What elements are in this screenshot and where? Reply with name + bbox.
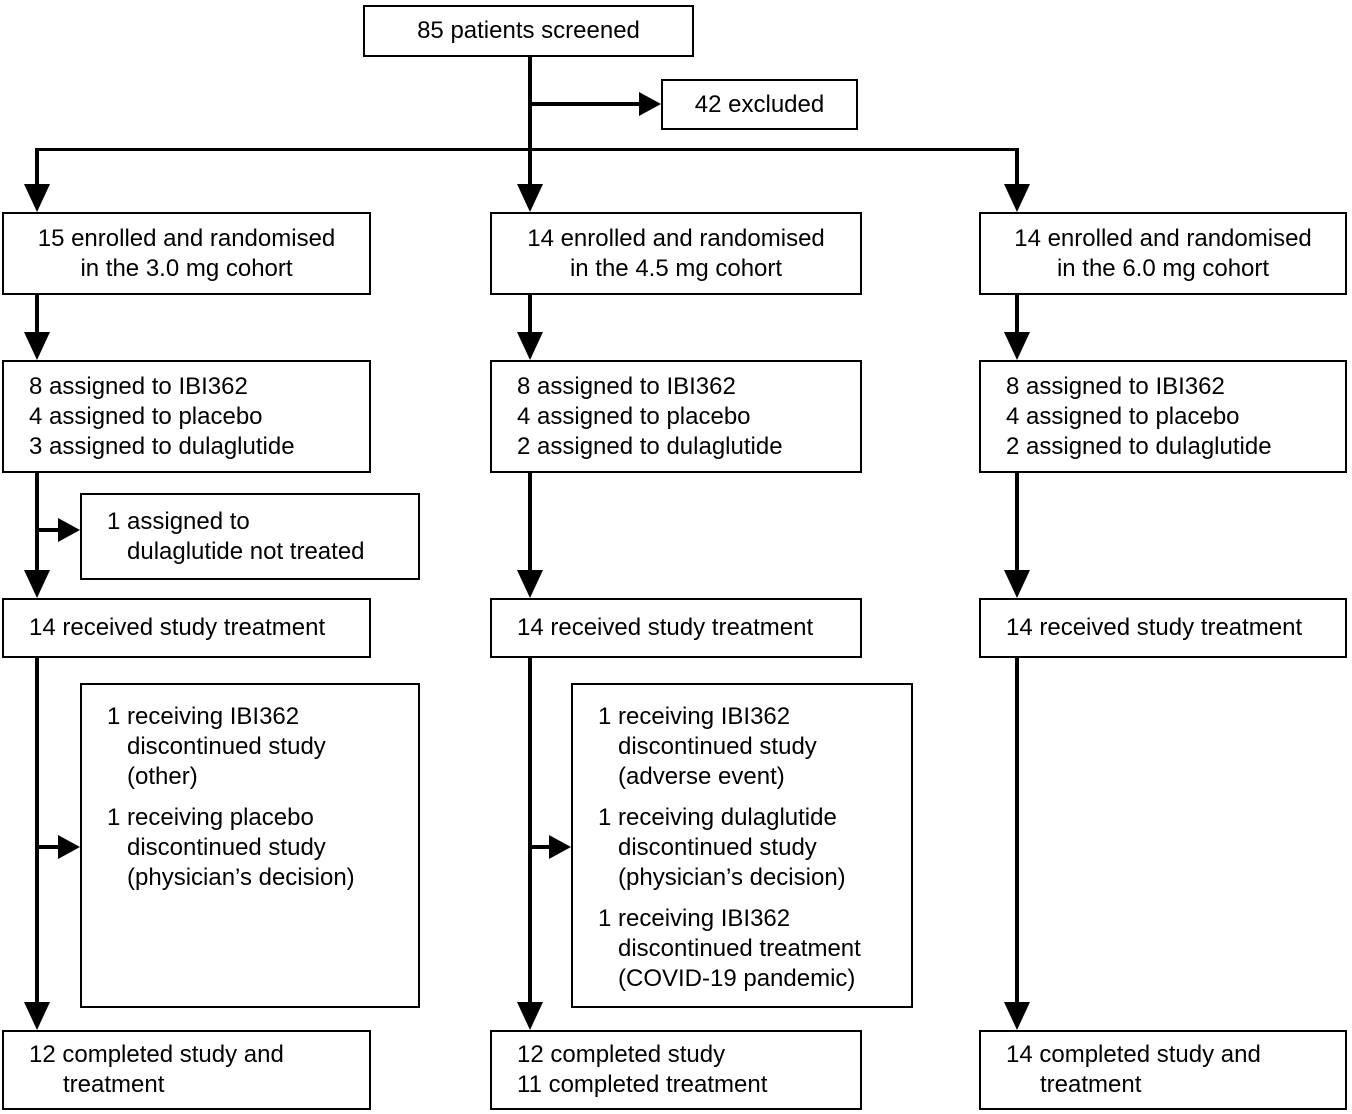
text-line: 42 excluded [694, 90, 825, 118]
text-line: 15 enrolled and randomised [37, 224, 336, 252]
arrowhead-col0-not-treated [58, 518, 80, 542]
arrowhead-col1-discontinued [549, 835, 571, 859]
col1-box-enrolled: 14 enrolled and randomised in the 4.5 mg… [490, 212, 862, 295]
col0-box-enrolled: 15 enrolled and randomised in the 3.0 mg… [2, 212, 371, 295]
text-line: (physician’s decision) [127, 864, 355, 891]
text-line: 14 enrolled and randomised [527, 224, 825, 252]
col0-box-assigned: 8 assigned to IBI362 4 assigned to place… [2, 360, 371, 473]
text-line: 8 assigned to IBI362 [1006, 372, 1225, 400]
arrowhead-excluded [639, 92, 661, 116]
connector-col1-received-completed [528, 658, 532, 1002]
col1-box-discontinued: 1 receiving IBI362 discontinued study (a… [571, 683, 913, 1008]
text-line: 14 completed study and [1006, 1041, 1261, 1068]
col2-box-received: 14 received study treatment [979, 598, 1347, 658]
connector-col2-enrolled-assigned [1015, 295, 1019, 332]
text-line: 12 completed study and [29, 1041, 284, 1068]
text-line: 2 assigned to dulaglutide [517, 432, 783, 460]
connector-col0-drop [35, 148, 39, 184]
col0-box-completed: 12 completed study and treatment [2, 1030, 371, 1110]
text-line: (physician’s decision) [618, 864, 846, 891]
text-line: discontinued study [618, 834, 817, 861]
text-line: 4 assigned to placebo [1006, 402, 1240, 430]
text-line: discontinued study [127, 733, 326, 760]
text-line: 1 receiving dulaglutide [598, 804, 837, 831]
box-screened: 85 patients screened [363, 5, 694, 57]
connector-col0-received-completed [35, 658, 39, 1002]
discontinued-entry: 1 receiving IBI362 discontinued study (a… [598, 702, 905, 792]
text-line: 85 patients screened [417, 17, 640, 44]
col1-box-assigned: 8 assigned to IBI362 4 assigned to place… [490, 360, 862, 473]
col2-box-assigned: 8 assigned to IBI362 4 assigned to place… [979, 360, 1347, 473]
arrowhead-col2-received [1004, 570, 1030, 598]
arrowhead-col0-assigned [24, 332, 50, 360]
text-line: 8 assigned to IBI362 [29, 372, 248, 400]
text-line: 8 assigned to IBI362 [517, 372, 736, 400]
text-line: (adverse event) [618, 763, 785, 790]
text-line: 1 receiving IBI362 [107, 703, 300, 730]
connector-screened-down [528, 56, 532, 184]
col2-box-enrolled: 14 enrolled and randomised in the 6.0 mg… [979, 212, 1347, 295]
text-line: 2 assigned to dulaglutide [1006, 432, 1272, 460]
text-line: discontinued study [127, 834, 326, 861]
arrowhead-col0-received [24, 570, 50, 598]
text-line: 4 assigned to placebo [517, 402, 751, 430]
connector-col0-discontinued-branch [37, 845, 58, 849]
text-line: 14 enrolled and randomised [1014, 224, 1312, 252]
text-line: treatment [63, 1071, 165, 1098]
arrowhead-col1-assigned [517, 332, 543, 360]
col0-box-received: 14 received study treatment [2, 598, 371, 658]
discontinued-entry: 1 receiving IBI362 discontinued study (o… [107, 702, 412, 792]
connector-col2-drop [1015, 148, 1019, 184]
col0-box-discontinued: 1 receiving IBI362 discontinued study (o… [80, 683, 420, 1008]
arrowhead-col2-completed [1004, 1002, 1030, 1030]
connector-col1-discontinued-branch [530, 845, 549, 849]
text-line: 14 received study treatment [517, 614, 814, 641]
arrowhead-col0-enrolled [24, 184, 50, 212]
discontinued-entry: 1 receiving IBI362 discontinued treatmen… [598, 904, 905, 994]
text-line: in the 4.5 mg cohort [569, 254, 783, 282]
arrowhead-col2-enrolled [1004, 184, 1030, 212]
discontinued-entry: 1 receiving dulaglutide discontinued stu… [598, 803, 905, 893]
text-line: discontinued treatment [618, 935, 861, 962]
connector-col0-enrolled-assigned [35, 295, 39, 332]
connector-col1-assigned-received [528, 473, 532, 570]
text-line: (other) [127, 763, 198, 790]
arrowhead-col1-enrolled [517, 184, 543, 212]
arrowhead-col0-discontinued [58, 835, 80, 859]
connector-col0-not-treated-branch [37, 528, 58, 532]
text-line: (COVID-19 pandemic) [618, 965, 856, 992]
text-line: discontinued study [618, 733, 817, 760]
arrowhead-col0-completed [24, 1002, 50, 1030]
discontinued-entry: 1 receiving placebo discontinued study (… [107, 803, 412, 893]
connector-col1-enrolled-assigned [528, 295, 532, 332]
col0-box-not-treated: 1 assigned to dulaglutide not treated [80, 493, 420, 580]
col1-box-completed: 12 completed study 11 completed treatmen… [490, 1030, 862, 1110]
text-line: 1 assigned to [107, 507, 250, 535]
text-line: 14 received study treatment [1006, 614, 1303, 641]
text-line: treatment [1040, 1071, 1142, 1098]
text-line: 14 received study treatment [29, 614, 326, 641]
col2-box-completed: 14 completed study and treatment [979, 1030, 1347, 1110]
connector-col2-received-completed [1015, 658, 1019, 1002]
connector-distributor [35, 148, 1019, 151]
text-line: 1 receiving IBI362 [598, 703, 791, 730]
arrowhead-col1-completed [517, 1002, 543, 1030]
box-excluded: 42 excluded [661, 79, 858, 130]
connector-col0-assigned-received [35, 473, 39, 570]
arrowhead-col1-received [517, 570, 543, 598]
text-line: 12 completed study [517, 1041, 726, 1068]
text-line: 4 assigned to placebo [29, 402, 263, 430]
text-line: 3 assigned to dulaglutide [29, 432, 295, 460]
text-line: 11 completed treatment [517, 1071, 768, 1098]
text-line: dulaglutide not treated [127, 537, 365, 565]
col1-box-received: 14 received study treatment [490, 598, 862, 658]
text-line: in the 6.0 mg cohort [1056, 254, 1270, 282]
text-line: in the 3.0 mg cohort [80, 254, 293, 282]
connector-excluded-branch [530, 102, 640, 106]
arrowhead-col2-assigned [1004, 332, 1030, 360]
text-line: 1 receiving placebo [107, 804, 314, 831]
text-line: 1 receiving IBI362 [598, 905, 791, 932]
connector-col2-assigned-received [1015, 473, 1019, 570]
